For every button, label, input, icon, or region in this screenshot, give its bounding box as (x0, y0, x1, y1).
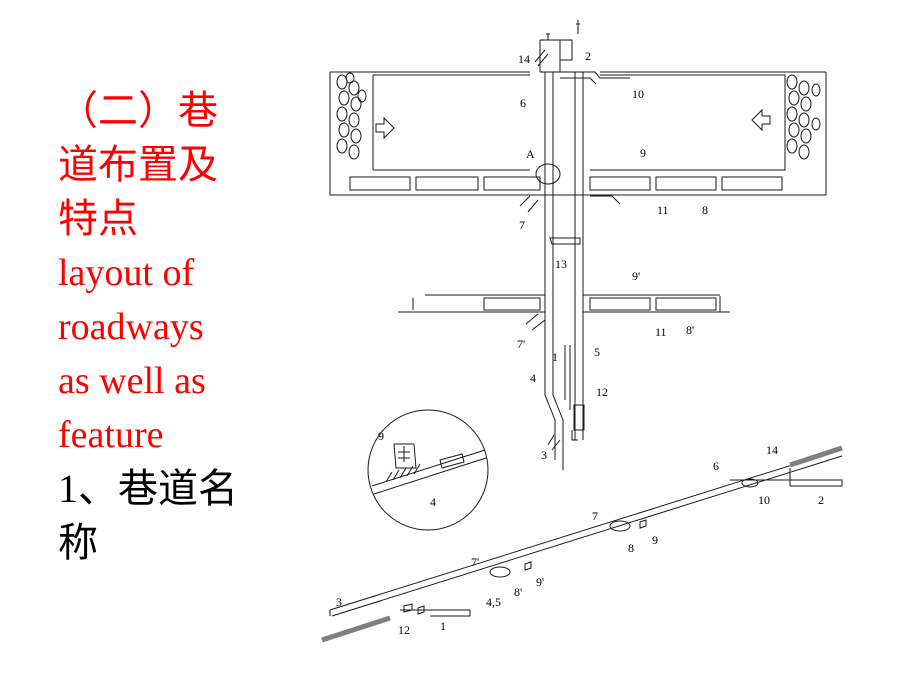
section-label-9-prime: 9' (536, 575, 544, 589)
subheading-line-1: 1、巷道名 (58, 466, 238, 511)
plan-label-14: 14 (518, 52, 530, 66)
section-label-8: 8 (628, 541, 634, 555)
detail-car-1 (393, 443, 417, 469)
upper-block-row (349, 176, 783, 191)
section-view (329, 449, 843, 617)
plan-label-2: 2 (585, 49, 591, 63)
plan-label-A: A (526, 147, 535, 161)
plan-label-11: 11 (657, 203, 669, 217)
detail-seam-upper (371, 449, 486, 487)
plan-label-12: 12 (596, 385, 608, 399)
middle-block-row (483, 297, 717, 311)
plan-label-5: 5 (594, 345, 600, 359)
section-label-9: 9 (652, 533, 658, 547)
section-level-2 (790, 479, 843, 487)
plan-label-9: 9 (640, 146, 646, 160)
plan-view (329, 20, 827, 470)
subheading-line-2: 称 (58, 520, 98, 565)
detail-label-4: 4 (430, 495, 436, 509)
coal-seam-line-upper (789, 445, 843, 468)
section-label-12: 12 (398, 623, 410, 637)
detail-seam-lower (373, 457, 487, 495)
section-label-1: 1 (440, 619, 446, 633)
detail-car-2 (439, 453, 465, 469)
main-incline-left (544, 72, 554, 330)
section-label-7-prime: 7' (471, 555, 479, 569)
plan-label-10: 10 (632, 87, 644, 101)
top-shaft (539, 39, 573, 72)
section-level-1 (400, 609, 471, 617)
heading-line-1: （二）巷 (58, 88, 218, 133)
advance-arrow-left (375, 116, 395, 140)
plan-label-3: 3 (541, 448, 547, 462)
section-label-14: 14 (766, 443, 778, 457)
chamber-13 (549, 237, 581, 245)
section-label-6: 6 (713, 459, 719, 473)
plan-label-13: 13 (555, 257, 567, 271)
section-label-4-5: 4,5 (486, 595, 501, 609)
title-block: （二）巷 道布置及 特点 layout of roadways as well … (58, 84, 268, 570)
section-label-3: 3 (336, 595, 342, 609)
section-roadway-lower (331, 455, 843, 617)
main-incline-right (574, 72, 584, 440)
section-label-8-prime: 8' (514, 585, 522, 599)
section-labels: 14 6 10 2 7 8 9 7' 8' 9' 4,5 3 12 1 (336, 443, 824, 637)
plan-label-7-prime: 7' (517, 337, 525, 351)
sump-12 (573, 404, 585, 431)
plan-label-8-prime: 8' (686, 323, 694, 337)
heading-line-2: 道布置及 (58, 142, 218, 187)
coal-seam-line-lower (321, 615, 391, 643)
plan-label-1: 1 (552, 350, 558, 364)
heading-en-3: as well as (58, 360, 206, 402)
heading-line-3: 特点 (58, 196, 138, 241)
detail-view (367, 409, 489, 531)
plan-labels: 14 2 6 10 A 9 7 11 8 13 9' 11 8' 7' 1 5 … (517, 49, 708, 462)
gob-hatch-left (336, 72, 367, 160)
detail-label-9: 9 (378, 429, 384, 443)
plan-label-9-prime: 9' (632, 269, 640, 283)
gob-hatch-right (786, 74, 821, 160)
detail-circle (367, 409, 489, 531)
junction-A (535, 163, 561, 185)
upper-panel-inner (372, 74, 786, 171)
plan-label-11-lower: 11 (655, 325, 667, 339)
heading-en-1: layout of (58, 252, 195, 294)
plan-label-8: 8 (702, 203, 708, 217)
section-label-10: 10 (758, 493, 770, 507)
section-label-7: 7 (592, 509, 598, 523)
plan-label-7: 7 (519, 218, 525, 232)
heading-en-2: roadways (58, 306, 204, 348)
detail-labels: 9 4 (378, 429, 436, 509)
advance-arrow-right (751, 108, 771, 132)
plan-label-4: 4 (530, 371, 536, 385)
section-label-2: 2 (818, 493, 824, 507)
section-roadway-upper (329, 449, 841, 611)
heading-en-4: feature (58, 414, 164, 456)
plan-label-6: 6 (520, 96, 526, 110)
